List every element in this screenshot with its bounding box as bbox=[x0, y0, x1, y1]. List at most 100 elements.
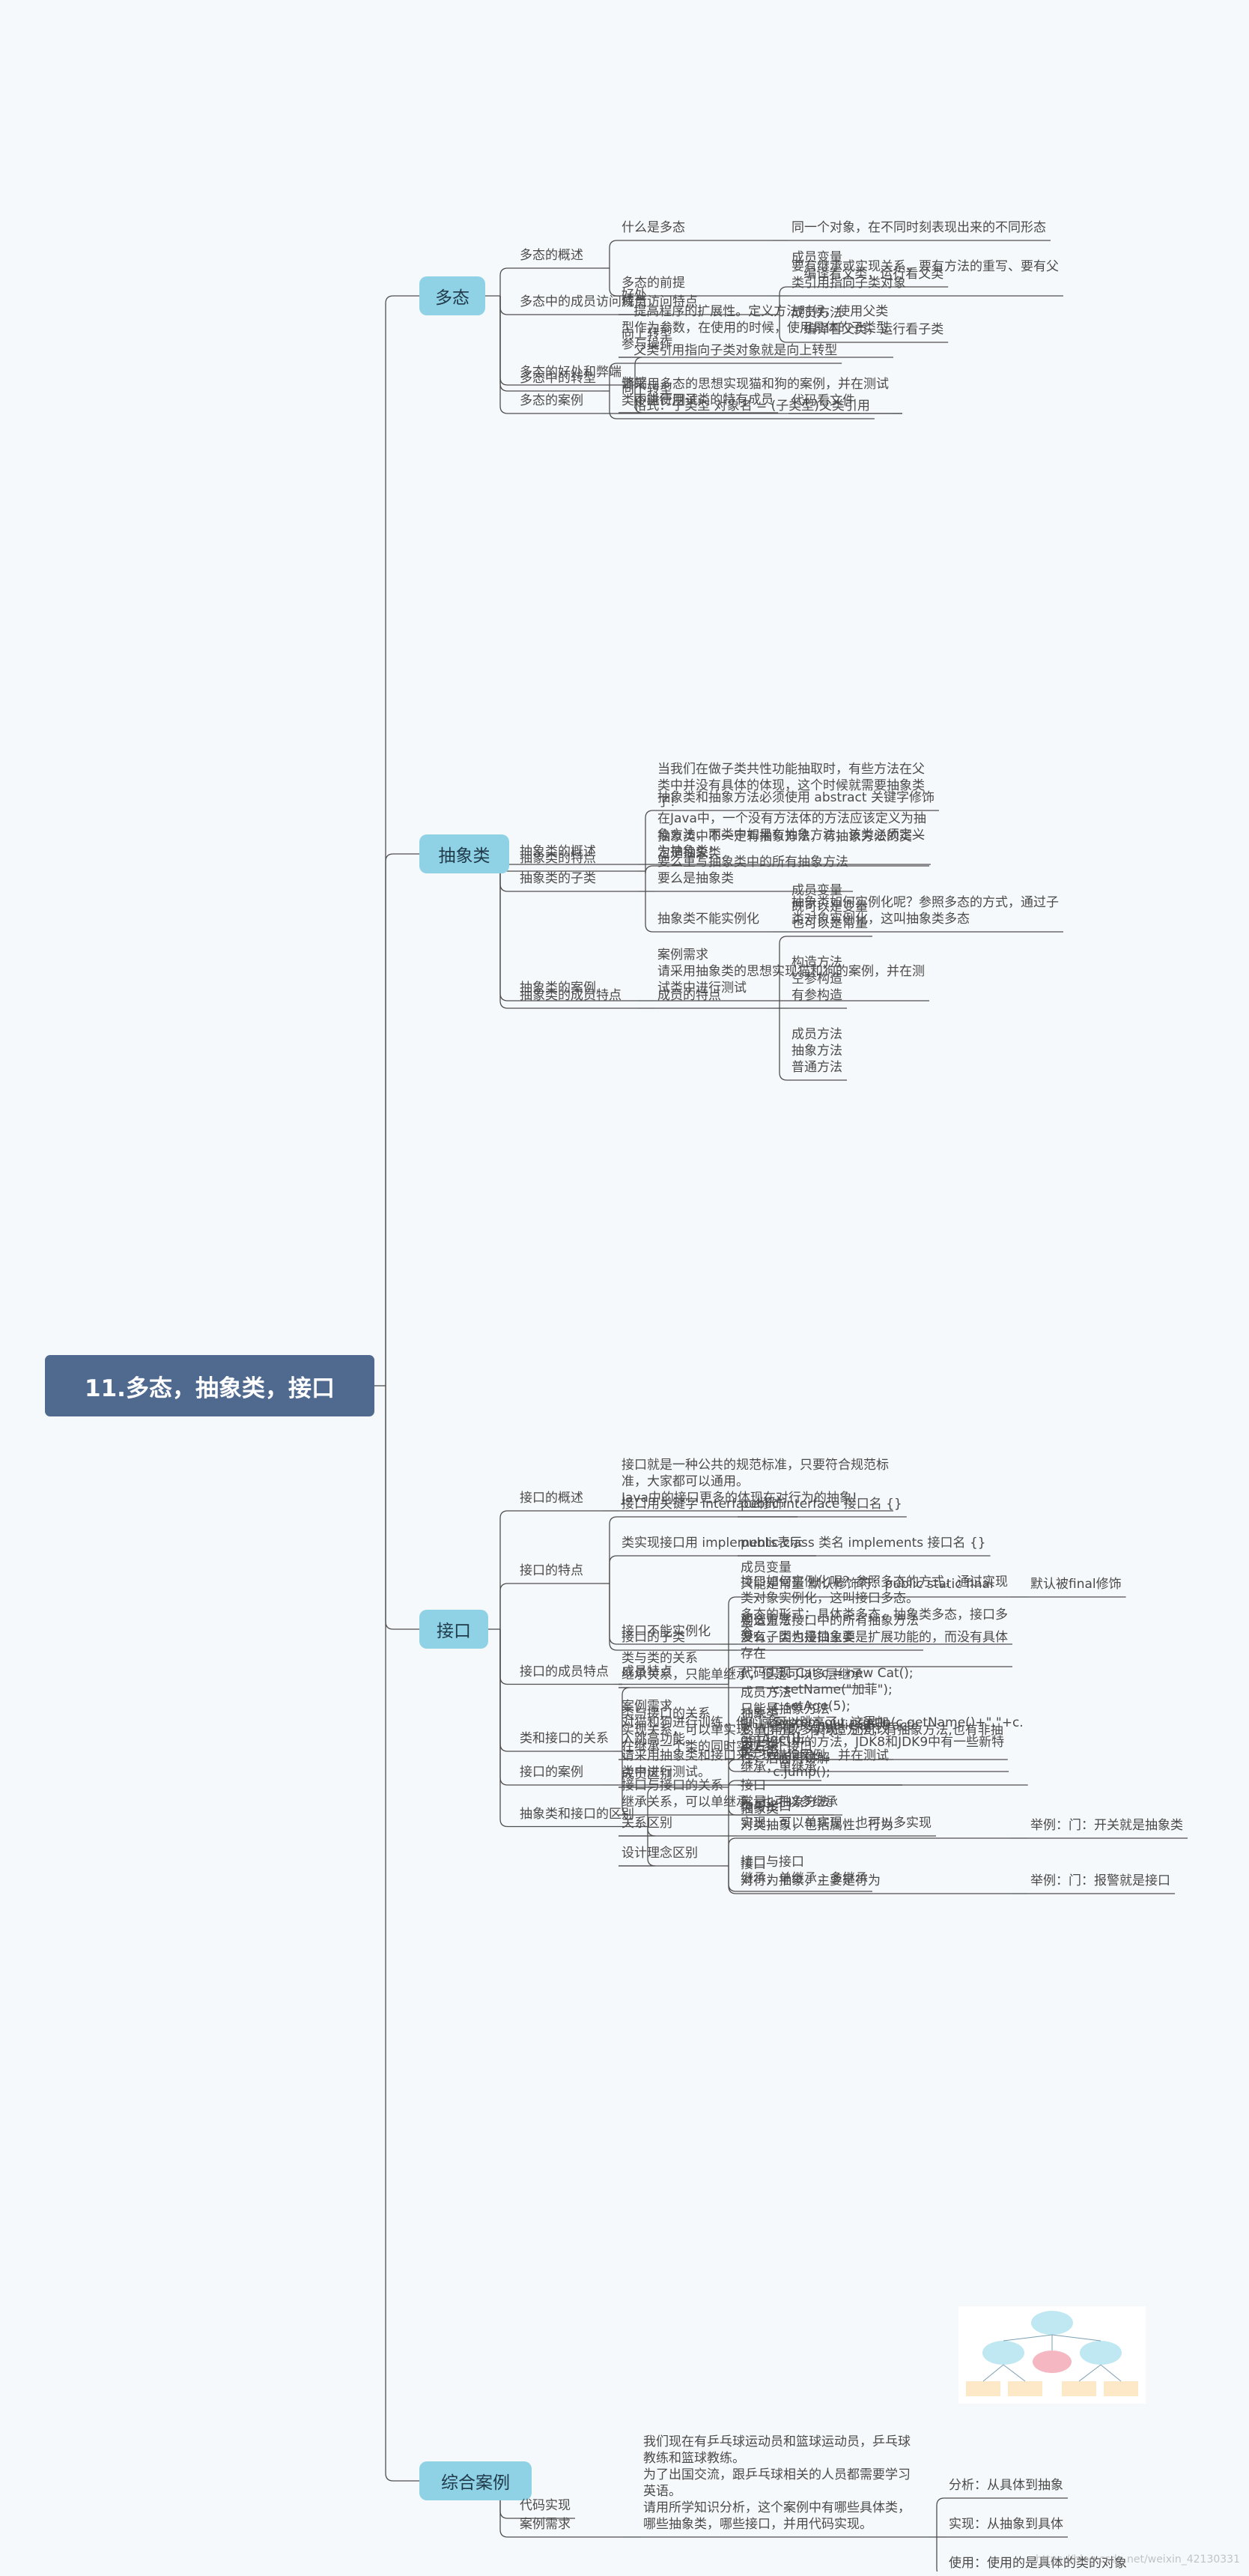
topic-node-d4[interactable]: 抽象类如何实例化呢？参照多态的方式，通过子 类对象实例化，这叫抽象类多态 bbox=[791, 895, 1059, 927]
connector-elbow bbox=[645, 810, 654, 871]
topic-node-d3[interactable]: 关系区别 bbox=[622, 1816, 672, 1831]
connector-elbow bbox=[779, 1008, 788, 1081]
topic-node-d2[interactable]: 案例需求 bbox=[520, 2517, 571, 2532]
topic-node-d3[interactable]: 接口就是一种公共的规范标准，只要符合规范标 准，大家都可以通用。 Java中的接… bbox=[622, 1458, 889, 1506]
topic-node-d3[interactable]: 我们现在有乒乓球运动员和篮球运动员，乒乓球 教练和篮球教练。 为了出国交流，跟乒… bbox=[643, 2434, 911, 2532]
topic-node-d4[interactable]: 使用：使用的是具体的类的对象 bbox=[949, 2556, 1127, 2571]
topic-node-d3[interactable]: 什么是多态 bbox=[622, 220, 685, 235]
connector-elbow bbox=[728, 1759, 738, 1787]
topic-node-d2[interactable]: 多态的概述 bbox=[520, 248, 583, 263]
topic-node-d2[interactable]: 多态的案例 bbox=[520, 393, 583, 408]
topic-node-d4[interactable]: 成员方法 抽象方法 普通方法 bbox=[791, 1027, 842, 1075]
connector-elbow bbox=[609, 268, 619, 297]
topic-node-d2[interactable]: 抽象类的概述 bbox=[520, 844, 596, 859]
topic-node-d4[interactable]: 要有继承或实现关系、要有方法的重写、要有父 类引用指向子类对象 bbox=[791, 259, 1059, 291]
topic-node-d3[interactable]: 接口不能实例化 bbox=[622, 1624, 711, 1639]
topic-node-d3[interactable]: 多态的前提 bbox=[622, 276, 685, 291]
connector-elbow bbox=[499, 1629, 517, 1752]
topic-node-d3[interactable]: 类与类的关系 继承关系，只能单继承，但是可以多层继承 bbox=[622, 1651, 863, 1682]
topic-node-d2[interactable]: 抽象类和接口的区别 bbox=[520, 1806, 634, 1822]
topic-node-d3[interactable]: 成员访问特点 bbox=[622, 294, 698, 309]
connector-elbow bbox=[609, 1584, 619, 1645]
diagram-thumbnail-image bbox=[958, 2306, 1146, 2404]
topic-node-d5[interactable]: 默认被final修饰 bbox=[1030, 1577, 1122, 1592]
topic-node-d3[interactable]: 成员区别 bbox=[622, 1767, 672, 1782]
topic-node-d4[interactable]: 代码实现 Cat c = new Cat(); c.setName("加菲");… bbox=[741, 1666, 1024, 1780]
topic-node-d3[interactable]: 抽象类中不一定有抽象方法，有抽象方法的类一 定是抽象类 bbox=[657, 829, 925, 861]
topic-node-d3[interactable]: 成员特点 bbox=[622, 1664, 672, 1679]
topic-node-d3[interactable]: 设计理念区别 bbox=[622, 1846, 698, 1861]
topic-node-d3[interactable]: 抽象类不能实例化 bbox=[657, 912, 759, 927]
topic-node-d4[interactable]: 接口 对行为抽象，主要是行为 bbox=[741, 1857, 881, 1888]
topic-node-d4[interactable]: 成员变量 既可以是变量 也可以是常量 bbox=[791, 883, 868, 931]
topic-node-d4[interactable]: 抽象类 变量,常量；有构造方法；有抽象方法,也有非抽 象方法 bbox=[741, 1706, 1003, 1754]
connector-elbow bbox=[499, 296, 517, 414]
topic-node-d4[interactable]: 同一个对象，在不同时刻表现出来的不同形态 bbox=[791, 220, 1046, 235]
connector-elbow bbox=[645, 871, 654, 933]
topic-node-d4[interactable]: 接口 常量；抽象方法 bbox=[741, 1778, 830, 1810]
topic-node-d4[interactable]: 构造方法 空参构造 有参构造 bbox=[791, 955, 842, 1003]
topic-node-d2[interactable]: 抽象类的案例 bbox=[520, 981, 596, 995]
topic-node-d3[interactable]: 当我们在做子类共性功能抽取时，有些方法在父 类中并没有具体的体现，这个时候就需要… bbox=[657, 762, 926, 859]
connector-elbow bbox=[499, 854, 517, 1009]
topic-node-d3[interactable]: 向下转型 格式：子类型 对象名 = (子类型)父类引用 bbox=[622, 382, 870, 413]
topic-node-d2[interactable]: 多态中的成员访问特点 bbox=[520, 294, 647, 309]
branch-topic[interactable]: 接口 bbox=[419, 1610, 488, 1649]
topic-node-d3[interactable]: 类实现接口用 implements表示 bbox=[622, 1536, 803, 1551]
topic-node-d2[interactable]: 类和接口的关系 bbox=[520, 1731, 609, 1746]
topic-node-d4[interactable]: 成员变量 编译看父类，运行看父类 bbox=[791, 250, 944, 282]
topic-node-d2[interactable]: 抽象类的子类 bbox=[520, 871, 596, 886]
topic-node-d3[interactable]: 案例需求 请采用抽象类的思想实现猫和狗的案例，并在测 试类中进行测试 bbox=[657, 948, 925, 995]
connector-elbow bbox=[499, 296, 517, 386]
topic-node-d3[interactable]: 接口的子类 bbox=[622, 1630, 685, 1645]
topic-node-d3[interactable]: 向上转型 父类引用指向子类对象就是向上转型 bbox=[622, 327, 838, 358]
topic-node-d2[interactable]: 接口的概述 bbox=[520, 1491, 583, 1506]
topic-node-d3[interactable]: 请采用多态的思想实现猫和狗的案例，并在测试 类中进行测试 bbox=[622, 377, 889, 408]
thumbnail-line bbox=[1003, 2364, 1026, 2382]
topic-node-d3[interactable]: 接口与接口的关系 继承关系，可以单继承，也可以多继承 bbox=[622, 1778, 838, 1810]
topic-node-d4[interactable]: 构造方法 没有，因为接口主要是扩展功能的，而没有具体 存在 bbox=[741, 1613, 1008, 1661]
branch-topic[interactable]: 抽象类 bbox=[419, 834, 509, 873]
topic-node-d3[interactable]: 接口用关键字 interface修饰 bbox=[622, 1497, 785, 1512]
topic-node-d2[interactable]: 接口的成员特点 bbox=[520, 1664, 609, 1679]
topic-node-d4[interactable]: 类与接口 实现，可以单实现，也可以多实现 bbox=[741, 1799, 932, 1831]
topic-node-d2[interactable]: 抽象类的成员特点 bbox=[520, 988, 622, 1003]
topic-node-d4[interactable]: 代码看文件 bbox=[791, 393, 855, 408]
topic-node-d4[interactable]: 抽象类 对类抽象，包括属性、行为 bbox=[741, 1801, 893, 1833]
topic-node-d4[interactable]: 类与类 继承，单继承 bbox=[741, 1744, 817, 1775]
topic-node-d4[interactable]: 实现：从抽象到具体 bbox=[949, 2517, 1063, 2532]
topic-node-d4[interactable]: 成员方法 只能是抽象方法 默认修饰符：public abstract 关于接口中… bbox=[741, 1685, 1005, 1766]
topic-node-d3[interactable]: 弊端 不能使用子类的特有成员 bbox=[622, 376, 774, 407]
topic-node-d3[interactable]: 好处 提高程序的扩展性。定义方法时候，使用父类 型作为参数，在使用的时候，使用具… bbox=[622, 288, 889, 352]
topic-node-d3[interactable]: 成员的特点 bbox=[657, 988, 721, 1003]
thumbnail-shape bbox=[966, 2381, 1000, 2396]
topic-node-d4[interactable]: public class 类名 implements 接口名 {} bbox=[741, 1536, 986, 1551]
branch-topic[interactable]: 多态 bbox=[419, 276, 485, 315]
topic-node-d5[interactable]: 举例：门：开关就是抽象类 bbox=[1030, 1818, 1183, 1833]
topic-node-d3[interactable]: 抽象类和抽象方法必须使用 abstract 关键字修饰 bbox=[657, 790, 935, 805]
connector-elbow bbox=[385, 295, 419, 1386]
topic-node-d4[interactable]: 要么重写接口中的所有抽象方法 要么子类也是抽象类 bbox=[741, 1613, 919, 1645]
topic-node-d4[interactable]: 分析：从具体到抽象 bbox=[949, 2478, 1063, 2493]
topic-node-d3[interactable]: 案例需求 对猫和狗进行训练，他们就可以跳高了，这里加 入跳高功能。 请采用抽象类… bbox=[622, 1699, 889, 1780]
topic-node-d4[interactable]: 成员变量 只能是常量 默认修饰符：public static final bbox=[741, 1560, 994, 1592]
branch-topic[interactable]: 综合案例 bbox=[419, 2461, 532, 2500]
topic-node-d4[interactable]: public interface 接口名 {} bbox=[741, 1497, 902, 1512]
root-topic[interactable]: 11.多态，抽象类，接口 bbox=[45, 1355, 374, 1416]
topic-node-d2[interactable]: 抽象类的特点 bbox=[520, 851, 596, 866]
topic-node-d2[interactable]: 多态的好处和弊端 bbox=[520, 365, 622, 380]
topic-node-d3[interactable]: 类与接口的关系 实现关系，可以单实现，也可以多实现，还可以 在继承一个类的同时实… bbox=[622, 1706, 889, 1754]
topic-node-d4[interactable]: 成员方法 编译看父类，运行看子类 bbox=[791, 306, 944, 337]
topic-node-d2[interactable]: 代码实现 bbox=[520, 2498, 571, 2513]
thumbnail-shape bbox=[1031, 2311, 1073, 2335]
topic-node-d4[interactable]: 接口如何实例化呢？参照多态的方式，通过实现 类对象实例化，这叫接口多态。 多态的… bbox=[741, 1575, 1008, 1639]
topic-node-d3[interactable]: 要么重写抽象类中的所有抽象方法 要么是抽象类 bbox=[657, 855, 848, 886]
topic-node-d2[interactable]: 接口的特点 bbox=[520, 1563, 583, 1578]
thumbnail-shape bbox=[1062, 2381, 1096, 2396]
topic-node-d4[interactable]: 接口与接口 继承，单继承，多继承 bbox=[741, 1855, 868, 1886]
topic-node-d2[interactable]: 多态中的转型 bbox=[520, 371, 596, 386]
topic-node-d2[interactable]: 接口的案例 bbox=[520, 1765, 583, 1780]
topic-node-d5[interactable]: 举例：门：报警就是接口 bbox=[1030, 1873, 1170, 1888]
thumbnail-line bbox=[1078, 2364, 1101, 2382]
thumbnail-shape bbox=[1104, 2381, 1138, 2396]
